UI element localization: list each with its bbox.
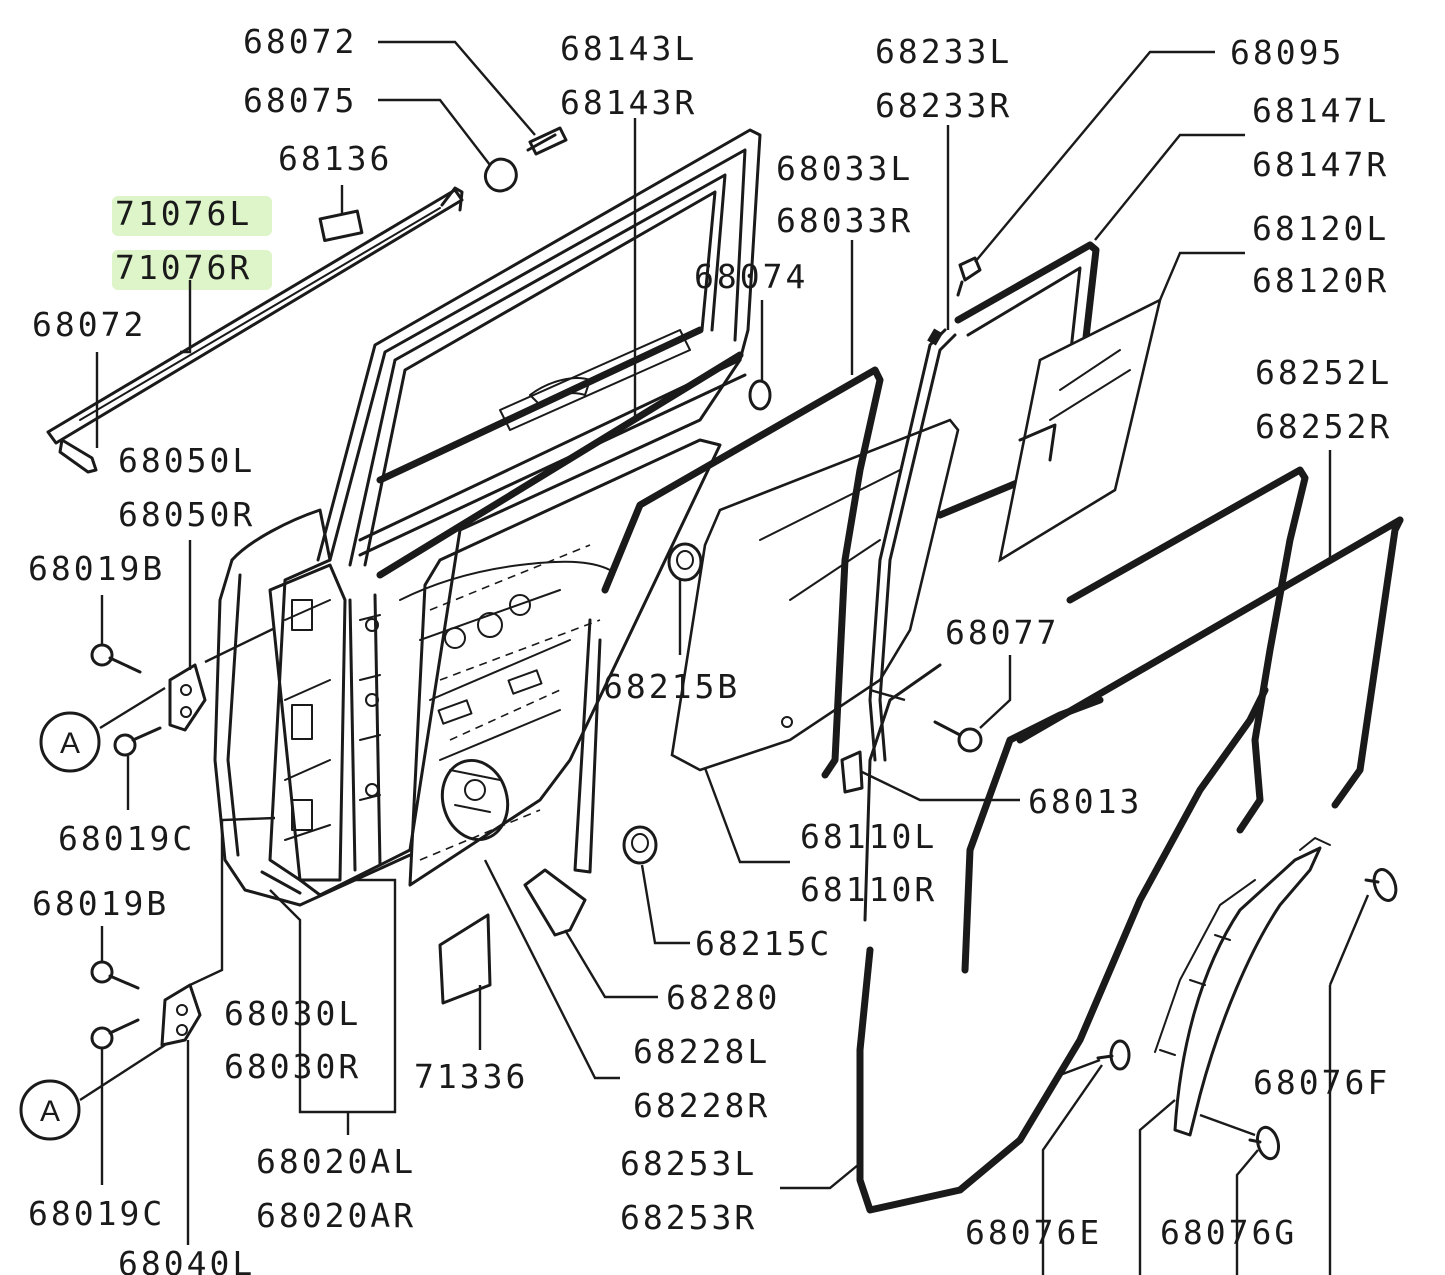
label-68040L: 68040L [118, 1244, 255, 1275]
bolt-68019B-upper [90, 643, 142, 674]
label-68050R: 68050R [118, 495, 255, 534]
label-68252L: 68252L [1255, 353, 1392, 392]
highlight-71076R [112, 250, 272, 290]
grommet-68215B [667, 542, 703, 582]
label-68013: 68013 [1028, 782, 1142, 821]
label-68233R: 68233R [875, 86, 1012, 125]
trim-panel [408, 438, 722, 887]
label-68233L: 68233L [875, 32, 1012, 71]
label-68252R: 68252R [1255, 407, 1392, 446]
detail-mark-a-upper: A [39, 711, 101, 773]
seal-71336 [438, 913, 492, 1005]
label-71336: 71336 [414, 1057, 528, 1096]
label-68033R: 68033R [776, 201, 913, 240]
label-68076G: 68076G [1160, 1213, 1297, 1252]
label-68147L: 68147L [1252, 91, 1389, 130]
clip-68076G [1248, 1125, 1281, 1161]
part-labels: 68072 68075 68136 71076L 71076R 68072 68… [28, 22, 1392, 1275]
label-68077: 68077 [945, 613, 1059, 652]
label-68030R: 68030R [224, 1047, 361, 1086]
label-68076F: 68076F [1253, 1063, 1390, 1102]
label-68253L: 68253L [620, 1144, 757, 1183]
grommet-68215C [622, 825, 658, 865]
clip-68076E [1096, 1039, 1131, 1071]
label-68120R: 68120R [1252, 261, 1389, 300]
door-shell [213, 128, 762, 907]
label-68136: 68136 [278, 139, 392, 178]
label-71076R: 71076R [115, 248, 252, 287]
bolt-68077 [933, 720, 983, 753]
label-68143R: 68143R [560, 83, 697, 122]
detail-mark-a-lower: A [19, 1079, 81, 1141]
svg-text:A: A [60, 727, 80, 760]
clip-68075 [483, 157, 518, 193]
plug-68074 [748, 379, 772, 411]
cover-68280 [523, 868, 587, 937]
label-68095: 68095 [1230, 33, 1344, 72]
label-68019C-lower: 68019C [28, 1194, 165, 1233]
label-68147R: 68147R [1252, 145, 1389, 184]
screw-68072-left [58, 438, 98, 474]
label-68050L: 68050L [118, 441, 255, 480]
label-68020AR: 68020AR [256, 1196, 416, 1235]
label-68020AL: 68020AL [256, 1142, 416, 1181]
label-68228R: 68228R [633, 1086, 770, 1125]
bolt-68019B-lower [90, 960, 140, 990]
glass-run-68033 [573, 366, 884, 874]
label-68074: 68074 [694, 257, 808, 296]
hinge-lower-68040 [160, 983, 202, 1047]
quarter-glass [936, 241, 1162, 563]
leader-lines [79, 40, 1370, 1275]
door-glass-front [670, 418, 960, 772]
screw-68072-top [526, 126, 568, 156]
label-68253R: 68253R [620, 1198, 757, 1237]
clip-68076F [1364, 868, 1398, 902]
garnish-68076 [1154, 837, 1331, 1137]
label-68019B-upper: 68019B [28, 549, 165, 588]
bolt-68019C-lower [90, 1018, 140, 1050]
label-68110L: 68110L [800, 817, 937, 856]
label-68215B: 68215B [603, 667, 740, 706]
bolt-68019C-upper [113, 726, 162, 757]
label-68019C-upper: 68019C [58, 819, 195, 858]
bracket-68013 [840, 750, 864, 794]
label-71076L: 71076L [115, 194, 252, 233]
division-bar-68233 [868, 328, 957, 762]
svg-text:A: A [40, 1095, 60, 1128]
screw-68095 [956, 256, 982, 297]
label-68076E: 68076E [965, 1213, 1102, 1252]
label-68280: 68280 [666, 978, 780, 1017]
label-68075: 68075 [243, 81, 357, 120]
label-68019B-lower: 68019B [32, 884, 169, 923]
latch-strip [260, 870, 302, 895]
door-moulding [46, 186, 464, 445]
label-68072-top: 68072 [243, 22, 357, 61]
clip-68136 [318, 209, 364, 243]
label-68215C: 68215C [695, 924, 832, 963]
weatherstrip-68253 [856, 663, 1269, 1214]
label-68228L: 68228L [633, 1032, 770, 1071]
label-68110R: 68110R [800, 870, 937, 909]
label-68143L: 68143L [560, 29, 697, 68]
label-68120L: 68120L [1252, 209, 1389, 248]
label-68072-left: 68072 [32, 305, 146, 344]
label-68033L: 68033L [776, 149, 913, 188]
hinge-upper-68050 [168, 663, 207, 732]
label-68030L: 68030L [224, 994, 361, 1033]
highlight-71076L [112, 196, 272, 236]
